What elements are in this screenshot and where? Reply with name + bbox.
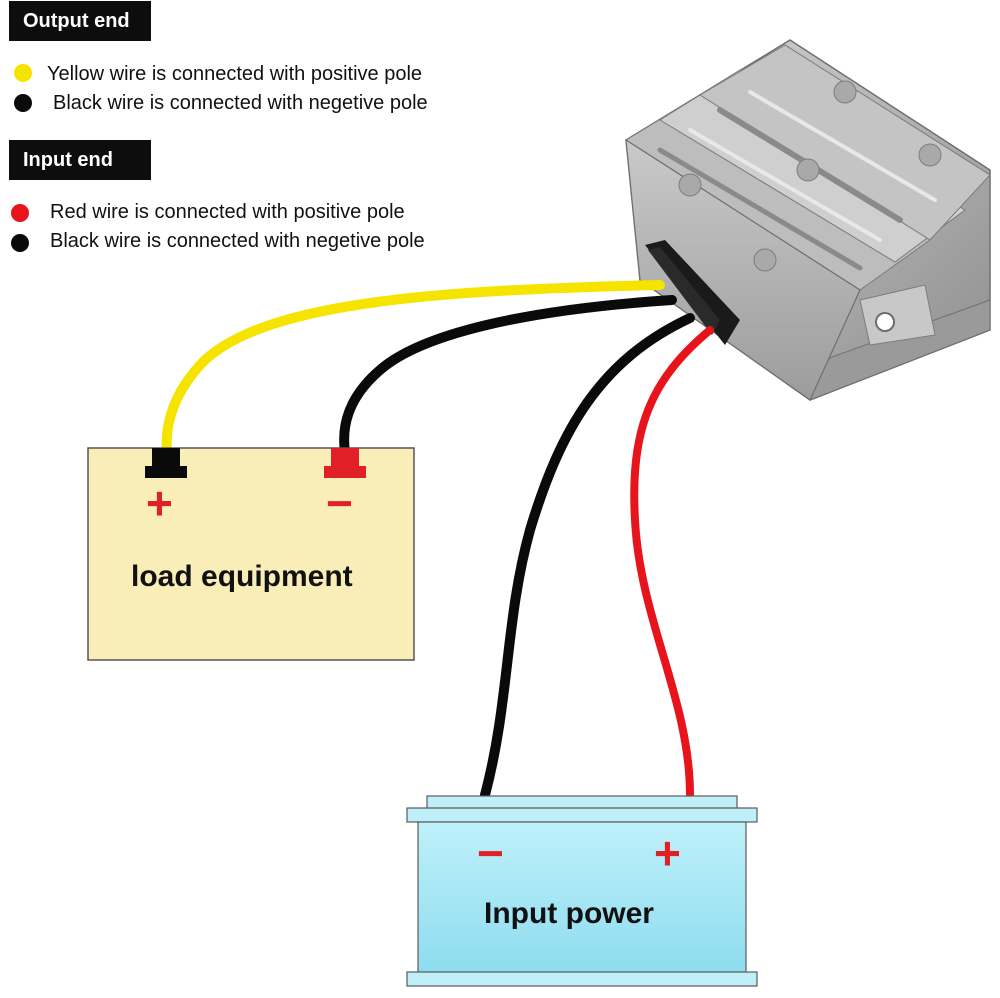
load-equipment-box <box>87 447 415 661</box>
red-input-wire <box>630 326 714 799</box>
black-output-wire <box>339 295 677 457</box>
input-legend-red: Red wire is connected with positive pole <box>50 201 405 223</box>
load-plus-sign: + <box>146 477 173 529</box>
output-legend-black: Black wire is connected with negetive po… <box>53 92 428 114</box>
input-end-header: Input end <box>9 140 151 180</box>
input-power-label: Input power <box>484 897 654 930</box>
load-negative-terminal <box>331 448 359 466</box>
load-equipment-label: load equipment <box>131 560 353 593</box>
power-minus-sign: − <box>477 827 504 879</box>
red-wire-dot <box>11 204 29 222</box>
converter-module <box>625 39 991 401</box>
black-input-wire <box>480 313 695 800</box>
yellow-wire-dot <box>14 64 32 82</box>
output-end-header: Output end <box>9 1 151 41</box>
black-wire-dot <box>11 234 29 252</box>
input-power-battery <box>406 795 758 987</box>
input-legend-black: Black wire is connected with negetive po… <box>50 230 425 252</box>
load-positive-terminal <box>152 448 180 466</box>
yellow-wire <box>161 280 665 457</box>
output-legend-yellow: Yellow wire is connected with positive p… <box>47 63 423 85</box>
black-wire-dot <box>14 94 32 112</box>
power-plus-sign: + <box>654 827 681 879</box>
load-minus-sign: − <box>326 477 353 529</box>
